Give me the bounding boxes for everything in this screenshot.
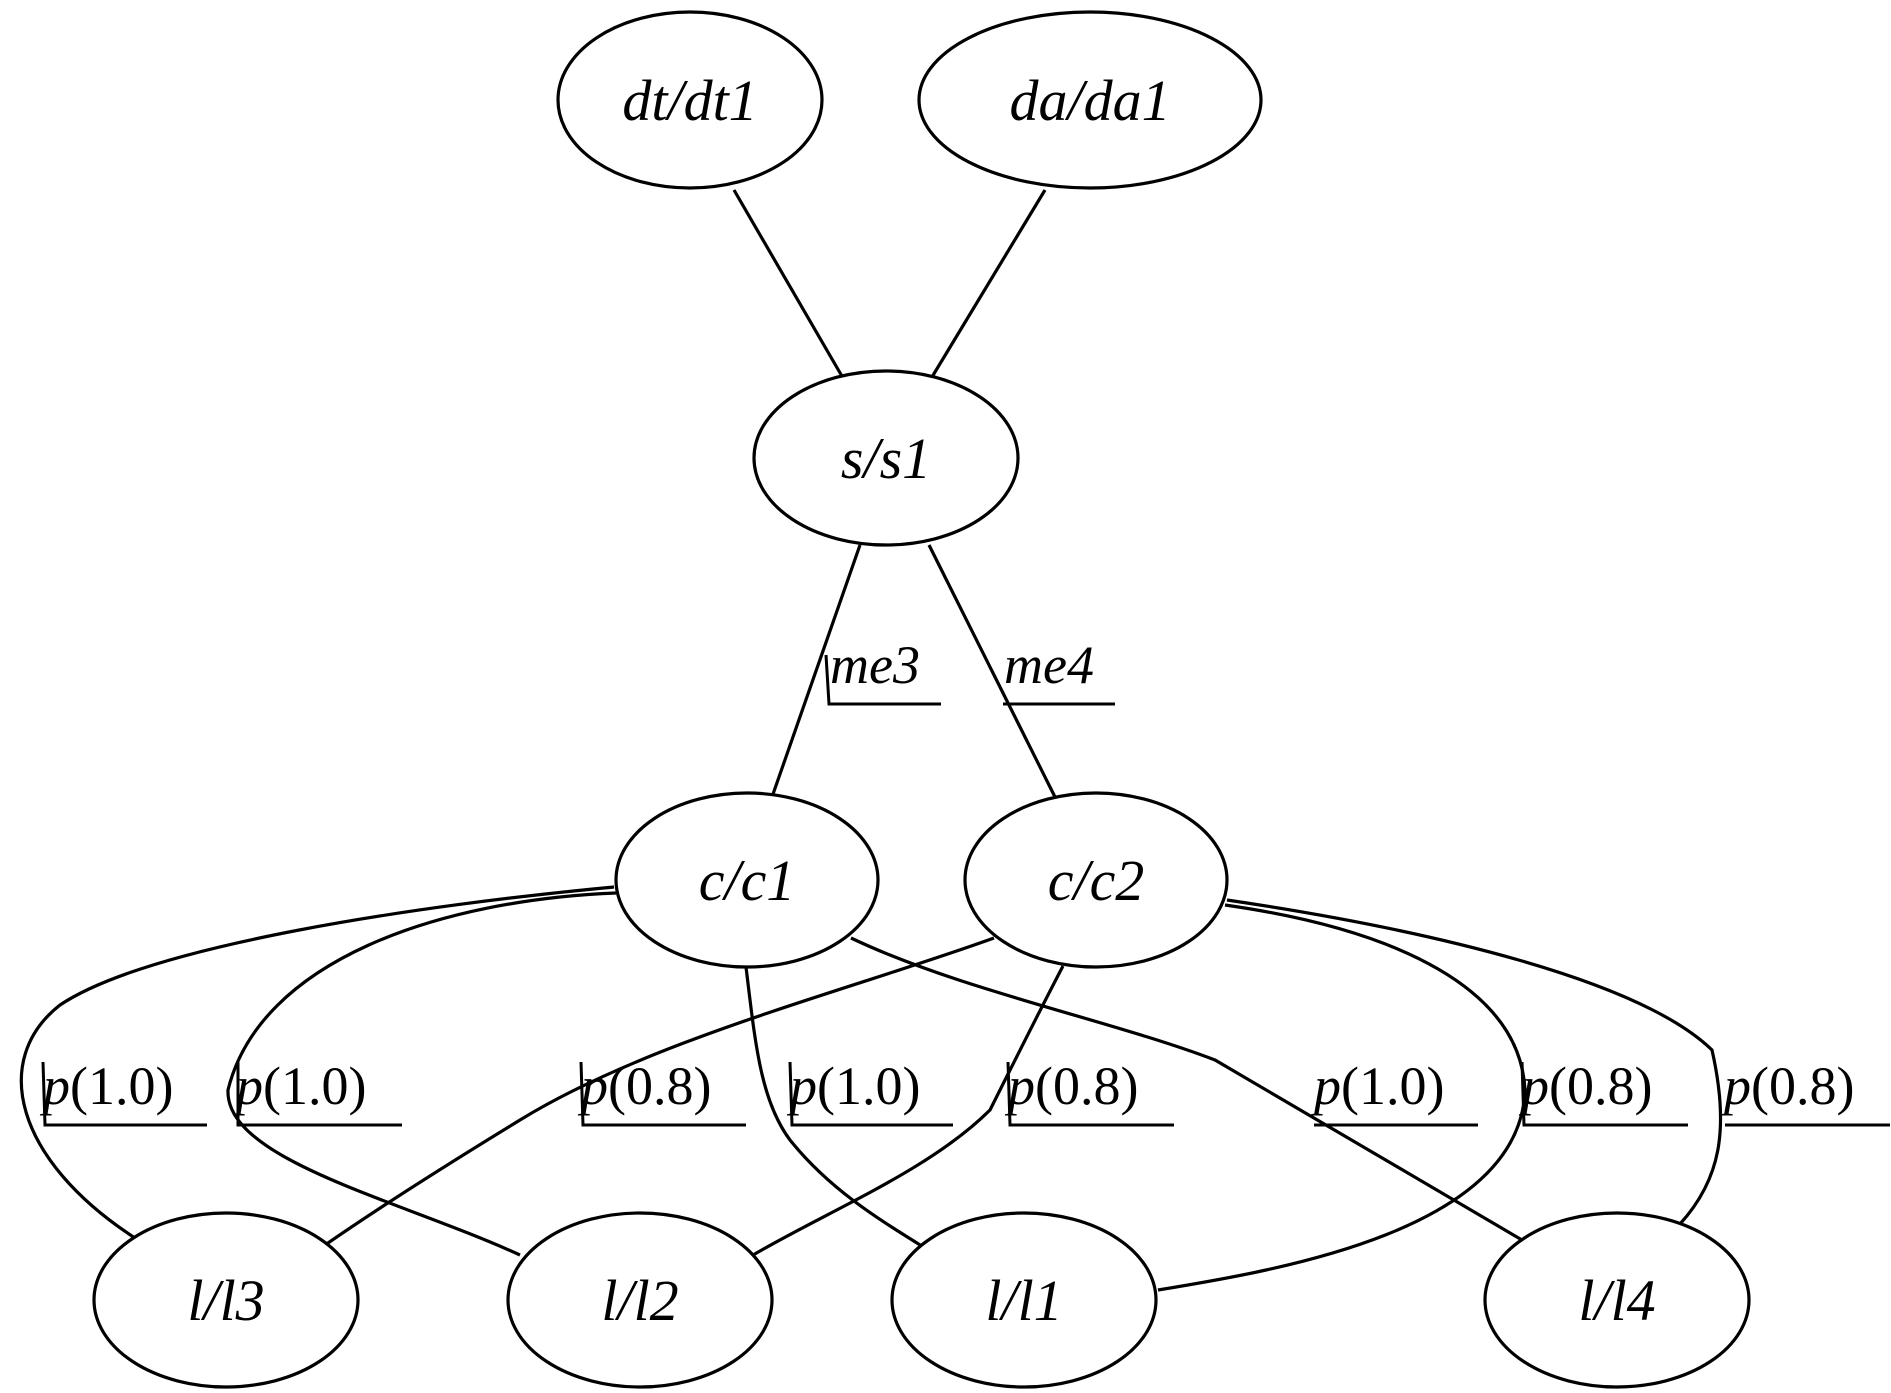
edge-line bbox=[927, 544, 1057, 798]
edge-label-c1-l1: p(1.0) bbox=[786, 1056, 920, 1116]
edge-line bbox=[732, 189, 845, 379]
edge-s1-dt1 bbox=[732, 189, 845, 379]
edge-c2-l2: p(0.8) bbox=[752, 965, 1174, 1257]
node-label: l/l2 bbox=[601, 1268, 678, 1333]
node-l1[interactable]: l/l1 bbox=[890, 1211, 1158, 1389]
label-leader bbox=[236, 1062, 402, 1127]
node-label: da/da1 bbox=[1009, 68, 1170, 133]
label-leader bbox=[824, 654, 941, 706]
node-c2[interactable]: c/c2 bbox=[963, 791, 1229, 969]
edge-s1-c1: me3 bbox=[770, 544, 941, 798]
node-shape bbox=[963, 791, 1229, 969]
node-shape bbox=[1483, 1211, 1751, 1389]
edge-line bbox=[307, 936, 995, 1259]
node-shape bbox=[506, 1211, 774, 1389]
node-l3[interactable]: l/l3 bbox=[92, 1211, 360, 1389]
edge-label-c2-l2: p(0.8) bbox=[1004, 1056, 1138, 1116]
node-s1[interactable]: s/s1 bbox=[752, 369, 1020, 547]
edge-label-c1-l2: p(1.0) bbox=[232, 1056, 366, 1116]
node-label: l/l4 bbox=[1578, 1268, 1655, 1333]
label-leader bbox=[1520, 1061, 1688, 1127]
node-shape bbox=[614, 791, 880, 969]
edge-line bbox=[752, 965, 1065, 1257]
edge-label-c1-l3: p(1.0) bbox=[39, 1056, 173, 1116]
edge-line bbox=[744, 966, 926, 1250]
edge-line bbox=[19, 885, 615, 1240]
label-leader bbox=[41, 1061, 207, 1127]
node-label: c/c1 bbox=[699, 848, 796, 913]
edge-line bbox=[1157, 903, 1527, 1292]
node-shape bbox=[556, 10, 824, 190]
edge-label-c2-l3: p(0.8) bbox=[577, 1056, 711, 1116]
edge-label-c2-l4: p(0.8) bbox=[1720, 1056, 1854, 1116]
edge-line bbox=[930, 189, 1047, 378]
node-label: l/l3 bbox=[187, 1268, 264, 1333]
edge-c2-l1: p(0.8) bbox=[1157, 903, 1688, 1292]
node-c1[interactable]: c/c1 bbox=[614, 791, 880, 969]
node-shape bbox=[917, 10, 1263, 190]
node-shape bbox=[890, 1211, 1158, 1389]
edge-label-c1-l4: p(1.0) bbox=[1310, 1056, 1444, 1116]
edge-s1-da1 bbox=[930, 189, 1047, 378]
node-label: s/s1 bbox=[841, 426, 931, 491]
edge-c1-l1: p(1.0) bbox=[744, 966, 953, 1250]
edge-label-c2-l1: p(0.8) bbox=[1518, 1056, 1652, 1116]
edge-c2-l4: p(0.8) bbox=[1226, 898, 1890, 1226]
edge-c1-l4: p(1.0) bbox=[850, 936, 1523, 1242]
node-label: c/c2 bbox=[1048, 848, 1145, 913]
node-l2[interactable]: l/l2 bbox=[506, 1211, 774, 1389]
edge-c2-l3: p(0.8) bbox=[307, 936, 995, 1259]
label-leader bbox=[788, 1061, 953, 1127]
edge-c1-l3: p(1.0) bbox=[19, 885, 615, 1240]
edge-label-me3: me3 bbox=[830, 635, 920, 695]
node-l4[interactable]: l/l4 bbox=[1483, 1211, 1751, 1389]
edge-s1-c2: me4 bbox=[927, 544, 1115, 798]
node-label: l/l1 bbox=[985, 1268, 1062, 1333]
edge-label-me4: me4 bbox=[1004, 635, 1094, 695]
edge-line bbox=[1226, 898, 1723, 1226]
edge-c1-l2: p(1.0) bbox=[226, 891, 617, 1257]
label-leader bbox=[579, 1061, 746, 1127]
node-shape bbox=[752, 369, 1020, 547]
node-dt1[interactable]: dt/dt1 bbox=[556, 10, 824, 190]
node-da1[interactable]: da/da1 bbox=[917, 10, 1263, 190]
edge-line bbox=[770, 544, 862, 798]
label-leader bbox=[1006, 1061, 1174, 1127]
node-label: dt/dt1 bbox=[622, 68, 757, 133]
edge-line bbox=[850, 936, 1523, 1242]
node-shape bbox=[92, 1211, 360, 1389]
